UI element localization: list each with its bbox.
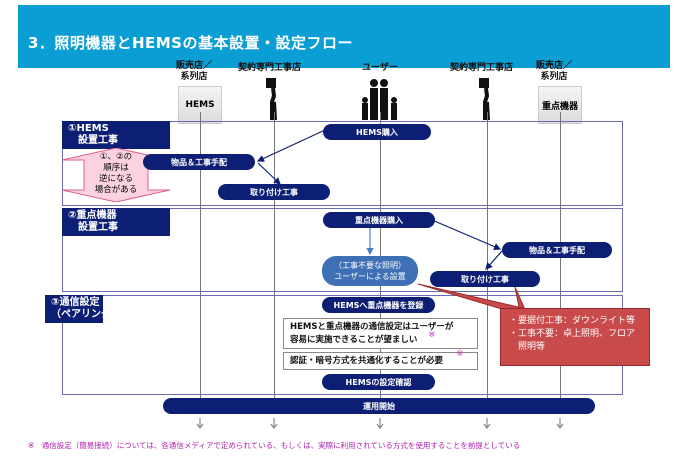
- note-easy-setup-text: HEMSと重点機器の通信設定はユーザーが 容易に実施できることが望ましい: [290, 322, 454, 345]
- swimline: [200, 112, 201, 402]
- step-user-install: （工事不要な照明） ユーザーによる設置: [322, 256, 418, 286]
- hems-box: HEMS: [178, 86, 222, 124]
- step-confirm: HEMSの設定確認: [322, 374, 435, 390]
- header-band: [18, 5, 670, 68]
- order-note: ①、②の 順序は 逆になる 場合がある: [94, 152, 138, 195]
- actor-user-label: ユーザー: [362, 63, 398, 73]
- note-easy-setup: HEMSと重点機器の通信設定はユーザーが 容易に実施できることが望ましい: [283, 318, 478, 349]
- step-device-purchase: 重点機器購入: [323, 212, 435, 228]
- step-hems-purchase: HEMS購入: [323, 124, 431, 140]
- lane-label-hems: ①HEMS 設置工事: [62, 121, 170, 149]
- lane-hems: [62, 121, 623, 206]
- swimline: [274, 112, 275, 402]
- swimline: [487, 112, 488, 402]
- lane-label-pairing: ③通信設定 （ペアリング）: [45, 295, 121, 323]
- actor-contractor-2-label: 契約専門工事店: [450, 63, 514, 73]
- page-title: 3．照明機器とHEMSの基本設置・設定フロー: [28, 34, 353, 52]
- actor-contractor-1-label: 契約専門工事店: [238, 63, 302, 73]
- step-install-2: 取り付け工事: [430, 271, 540, 287]
- step-arrange-2: 物品＆工事手配: [502, 242, 612, 258]
- family-icon: [360, 78, 400, 122]
- step-start-operation: 運用開始: [163, 398, 595, 414]
- note-auth-text: 認証・暗号方式を共通化することが必要: [290, 356, 444, 366]
- callout-line: ・要据付工事：ダウンライト等: [509, 316, 636, 326]
- asterisk-mark: ※: [456, 349, 464, 359]
- step-arrange-1: 物品＆工事手配: [143, 154, 255, 170]
- step-register: HEMSへ重点機器を登録: [322, 297, 435, 313]
- footnote: ※ 通信設定（簡易接続）については、各通信メディアで定められている、もしくは、実…: [28, 441, 521, 450]
- actor-device-store-label: 販売店／ 系列店: [536, 61, 573, 82]
- callout-line: 照明等: [509, 342, 546, 352]
- asterisk-mark: ※: [428, 330, 436, 340]
- lane-label-device: ②重点機器 設置工事: [62, 208, 170, 236]
- install-type-callout: ・要据付工事：ダウンライト等・工事不要：卓上照明、フロア 照明等: [500, 308, 650, 366]
- actor-hems-store-label: 販売店／ 系列店: [176, 61, 213, 82]
- callout-line: ・工事不要：卓上照明、フロア: [509, 329, 636, 339]
- step-install-1: 取り付け工事: [218, 184, 330, 200]
- note-auth: 認証・暗号方式を共通化することが必要: [283, 352, 478, 370]
- lane-device: [62, 208, 623, 292]
